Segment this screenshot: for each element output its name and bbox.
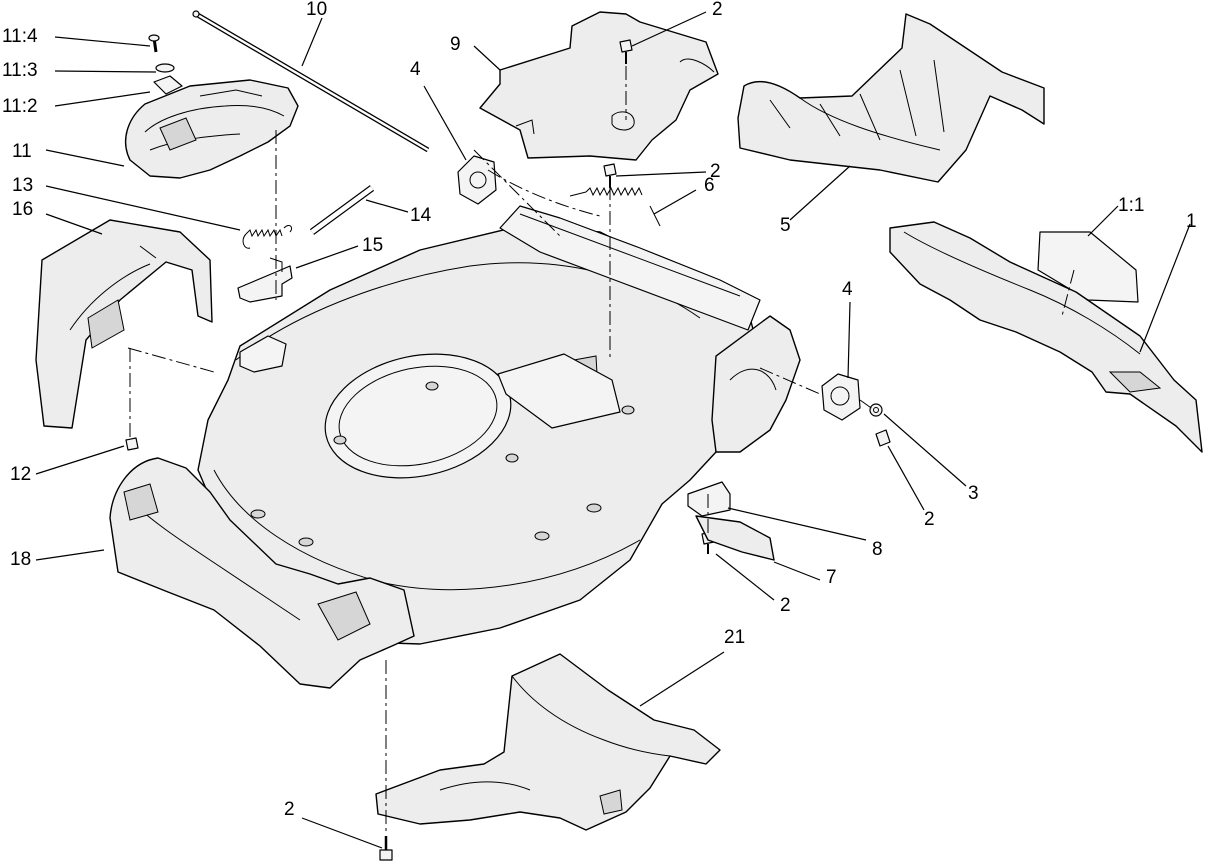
callout-2-lower: 2 (780, 595, 791, 616)
callout-2-spring: 2 (710, 161, 721, 182)
callout-4-left: 4 (410, 59, 421, 80)
part-1-rear-bar (889, 221, 1203, 453)
callout-7: 7 (826, 567, 837, 588)
callout-11: 11 (12, 141, 32, 162)
callout-4-right: 4 (842, 279, 853, 300)
part-8-plate (687, 481, 731, 517)
callout-16: 16 (12, 199, 34, 220)
leader-lines (35, 11, 1191, 849)
callout-2-top: 2 (712, 0, 723, 20)
callout-6: 6 (704, 175, 715, 196)
callout-1-1: 1:1 (1118, 195, 1145, 216)
callout-1: 1 (1186, 211, 1197, 232)
part-16-side-guard (35, 219, 213, 429)
part-12-bolt (125, 437, 139, 451)
callout-3: 3 (968, 483, 979, 504)
part-2-bolt-a (619, 39, 633, 64)
callout-10: 10 (306, 0, 328, 20)
callout-11-2: 11:2 (2, 96, 38, 117)
callout-9: 9 (450, 34, 461, 55)
part-5-deflector (737, 13, 1045, 183)
callout-2-right: 2 (924, 509, 935, 530)
part-9-plate (479, 11, 719, 161)
mower-deck-housing (197, 205, 801, 645)
callout-11-3: 11:3 (2, 60, 38, 81)
part-3-nut (869, 403, 883, 417)
callout-11-4: 11:4 (2, 26, 38, 47)
part-10-rod (192, 10, 430, 153)
callout-12: 12 (10, 464, 32, 485)
part-2-bolt-b (603, 163, 617, 188)
callout-5: 5 (780, 215, 791, 236)
callout-2-bottom: 2 (284, 799, 295, 820)
part-13-spring (242, 225, 293, 249)
part-1-1-decal (1037, 231, 1139, 303)
part-4-bushing-left (457, 155, 497, 205)
part-11-cover (124, 79, 299, 179)
part-4-bushing-right (821, 373, 861, 421)
part-11-4-screw (148, 34, 160, 53)
part-18-front-bar (109, 457, 415, 689)
callout-15: 15 (362, 235, 384, 256)
part-2-bolt-e (379, 836, 393, 861)
part-7-shield (695, 515, 775, 561)
part-11-2-clip (153, 75, 183, 95)
callout-21: 21 (724, 627, 746, 648)
callout-13: 13 (12, 175, 34, 196)
callout-14: 14 (410, 205, 432, 226)
assembly-lines (127, 66, 1075, 834)
part-2-bolt-c (875, 429, 891, 447)
callout-8: 8 (872, 539, 883, 560)
part-21-mulch-plug (375, 653, 721, 831)
part-6-spring (569, 186, 661, 227)
part-15-bracket (237, 257, 293, 303)
part-11-3-washer (155, 63, 175, 73)
callout-18: 18 (10, 549, 32, 570)
part-14-pin (309, 185, 375, 235)
